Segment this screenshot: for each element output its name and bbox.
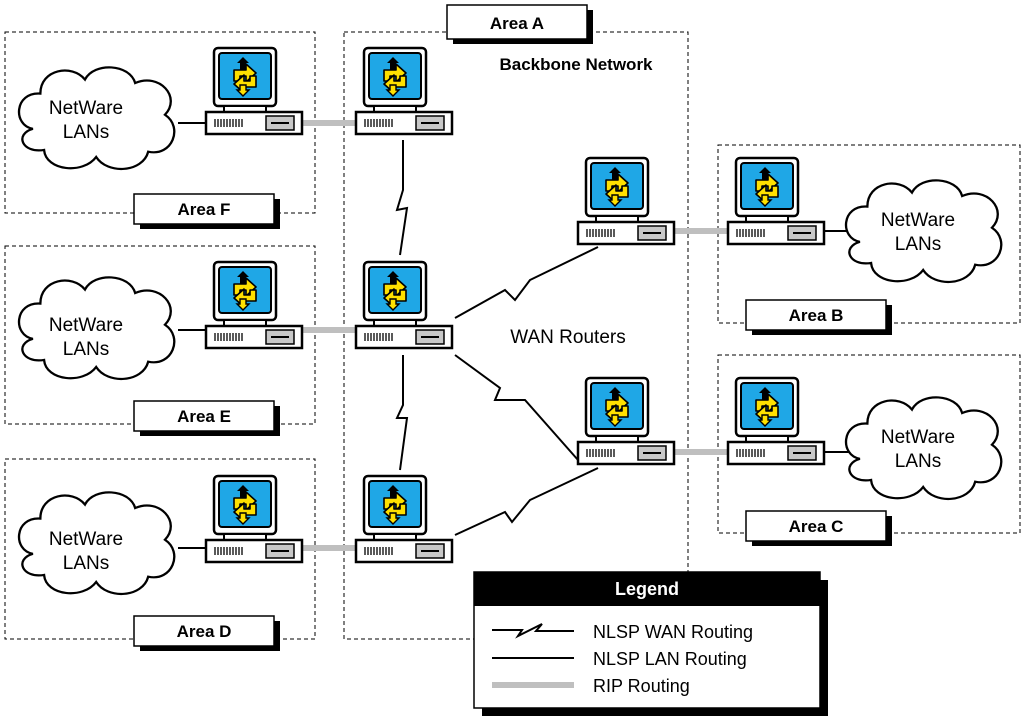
lan-links bbox=[178, 122, 850, 549]
area-label-d: Area D bbox=[133, 615, 280, 651]
wan-link-mid-lower-right bbox=[454, 354, 579, 461]
cloud-c-line1: NetWare bbox=[881, 427, 955, 448]
area-d-label: Area D bbox=[177, 622, 232, 641]
backbone-network-label: Backbone Network bbox=[499, 55, 653, 74]
wan-routers-label: WAN Routers bbox=[510, 327, 625, 348]
router-computer-icon bbox=[576, 376, 676, 466]
area-label-f: Area F bbox=[133, 193, 280, 229]
area-label-e: Area E bbox=[133, 400, 280, 436]
wan-link-bottom-lower-right bbox=[454, 467, 599, 536]
router-computer-icon bbox=[354, 474, 454, 564]
cloud-e-line2: LANs bbox=[63, 339, 109, 360]
router-computer-icon bbox=[576, 156, 676, 246]
cloud-f-line2: LANs bbox=[63, 122, 109, 143]
rip-links bbox=[300, 120, 730, 551]
cloud-b-line2: LANs bbox=[895, 234, 941, 255]
router-computer-icon bbox=[354, 46, 454, 136]
legend-lan-label: NLSP LAN Routing bbox=[593, 649, 747, 669]
router-computer-icon bbox=[726, 156, 826, 246]
router-computer-icon bbox=[204, 260, 304, 350]
lan-cloud-icon bbox=[844, 179, 1003, 284]
router-computer-icon bbox=[726, 376, 826, 466]
cloud-d-line2: LANs bbox=[63, 553, 109, 574]
cloud-d-line1: NetWare bbox=[49, 529, 123, 550]
wan-link-top-mid bbox=[395, 140, 409, 256]
legend-wan-sample bbox=[492, 623, 574, 639]
cloud-b-line1: NetWare bbox=[881, 210, 955, 231]
wan-links bbox=[395, 140, 599, 536]
lan-cloud-icon bbox=[844, 396, 1003, 501]
area-e-boundary bbox=[4, 245, 316, 425]
router-computer-icon bbox=[354, 260, 454, 350]
router-computer-icon bbox=[204, 474, 304, 564]
legend-wan-label: NLSP WAN Routing bbox=[593, 622, 753, 642]
area-label-a: Area A bbox=[446, 4, 593, 44]
area-a-label: Area A bbox=[490, 14, 544, 33]
area-e-label: Area E bbox=[177, 407, 231, 426]
area-b-label: Area B bbox=[789, 306, 844, 325]
router-computer-icon bbox=[204, 46, 304, 136]
area-f-label: Area F bbox=[178, 200, 231, 219]
cloud-f-line1: NetWare bbox=[49, 98, 123, 119]
area-label-b: Area B bbox=[745, 299, 892, 335]
legend-title: Legend bbox=[615, 579, 679, 599]
area-label-c: Area C bbox=[745, 510, 892, 546]
cloud-e-line1: NetWare bbox=[49, 315, 123, 336]
wan-link-mid-upper-right bbox=[454, 246, 599, 319]
legend: Legend NLSP WAN Routing NLSP LAN Routing… bbox=[473, 571, 828, 716]
cloud-c-line2: LANs bbox=[895, 451, 941, 472]
area-c-label: Area C bbox=[789, 517, 844, 536]
legend-rip-label: RIP Routing bbox=[593, 676, 690, 696]
wan-link-mid-bottom bbox=[395, 355, 409, 471]
